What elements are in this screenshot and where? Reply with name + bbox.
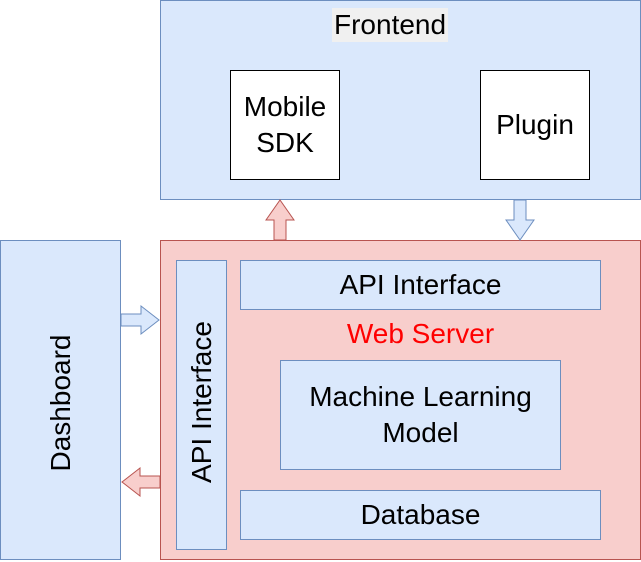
dashboard-box xyxy=(0,240,121,560)
arrow-webserver-to-frontend xyxy=(265,199,295,241)
arrow-webserver-to-dashboard xyxy=(121,466,161,498)
ml-model-label: Machine Learning Model xyxy=(309,381,532,448)
database-box: Database xyxy=(240,490,601,540)
frontend-title: Frontend xyxy=(332,8,449,42)
database-label: Database xyxy=(360,499,481,530)
plugin-box: Plugin xyxy=(480,70,590,180)
ml-model-box: Machine Learning Model xyxy=(280,360,561,470)
arrow-frontend-to-webserver xyxy=(505,199,535,241)
arrow-dashboard-to-webserver xyxy=(120,304,160,336)
mobile-sdk-box: Mobile SDK xyxy=(230,70,340,180)
web-server-title: Web Server xyxy=(346,318,495,349)
plugin-label: Plugin xyxy=(496,109,574,140)
api-interface-side-box xyxy=(176,260,227,550)
api-interface-top-box: API Interface xyxy=(240,260,601,310)
api-interface-top-label: API Interface xyxy=(339,269,502,300)
mobile-sdk-label: Mobile SDK xyxy=(243,91,327,158)
